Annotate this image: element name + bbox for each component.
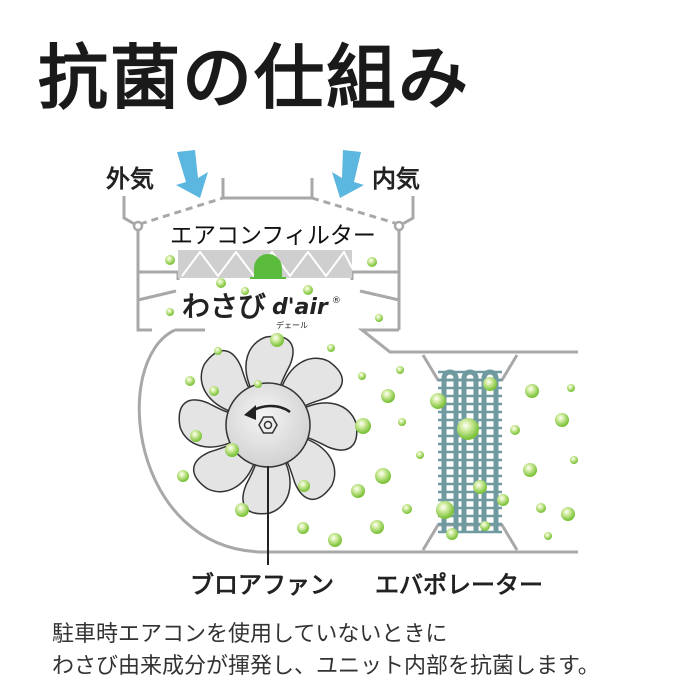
vapor-bubble	[544, 532, 552, 540]
inside-air-arrow-icon	[332, 150, 364, 198]
evaporator-tube	[481, 369, 499, 532]
vapor-bubble	[177, 470, 189, 482]
outside-air-label: 外気	[106, 165, 154, 193]
vapor-bubble	[483, 377, 497, 391]
vapor-bubble	[457, 418, 479, 440]
vapor-bubble	[375, 468, 391, 484]
vapor-bubble	[367, 257, 377, 267]
vapor-bubble	[235, 503, 249, 517]
vapor-bubble	[297, 522, 309, 534]
vapor-bubble	[567, 384, 575, 392]
filter-label: エアコンフィルター	[170, 223, 376, 249]
fan-blade	[297, 402, 358, 451]
vapor-bubble	[254, 380, 262, 388]
vapor-bubble	[355, 418, 371, 434]
vapor-bubble	[327, 344, 335, 352]
evaporator	[421, 354, 519, 551]
vapor-bubble	[209, 386, 219, 396]
vapor-bubble	[225, 443, 239, 457]
vapor-bubble	[298, 480, 310, 492]
hex-nut-hole	[263, 420, 273, 430]
vapor-bubble	[473, 480, 487, 494]
outside-air-arrow-icon	[176, 150, 208, 198]
vapor-bubble	[402, 504, 412, 514]
logo-brand-text: d'air	[272, 295, 329, 320]
vapor-bubble	[570, 456, 578, 464]
evaporator-tube	[461, 369, 479, 532]
vapor-bubble	[430, 393, 446, 409]
vapor-bubble	[185, 376, 195, 386]
vapor-bubble	[561, 507, 575, 521]
vapor-bubble	[270, 333, 284, 347]
rotation-arrowhead-icon	[244, 405, 256, 420]
blower-fan-label: ブロアファン	[190, 571, 334, 599]
logo-main-text: わさび	[182, 290, 266, 323]
caption-line-1: 駐車時エアコンを使用していないときに	[52, 622, 448, 647]
vapor-bubble	[497, 494, 509, 506]
evaporator-label: エバポレーター	[375, 571, 543, 599]
logo-reading-text: デェール	[276, 320, 308, 330]
vapor-bubble	[241, 287, 249, 295]
wasabi-agent-icon	[250, 254, 286, 279]
vapor-bubble	[525, 384, 539, 398]
vapor-bubble	[375, 314, 383, 322]
vapor-bubble	[398, 418, 406, 426]
vapor-bubble	[166, 308, 174, 316]
vapor-bubble	[190, 430, 202, 442]
vapor-bubble	[446, 528, 458, 540]
evaporator-tube	[441, 369, 459, 532]
vapor-bubble	[358, 372, 366, 380]
vapor-bubble	[370, 520, 384, 534]
inside-air-label: 内気	[372, 165, 420, 193]
vapor-bubble	[536, 503, 546, 513]
wasabi-vapor-bubbles	[165, 255, 578, 547]
vapor-bubble	[480, 521, 490, 531]
vapor-bubble	[555, 413, 569, 427]
vapor-bubble	[396, 366, 404, 374]
vapor-bubble	[436, 501, 454, 519]
hex-nut-icon	[258, 416, 278, 434]
air-filter	[178, 250, 353, 279]
page-title: 抗菌の仕組み	[38, 37, 470, 119]
vapor-bubble	[165, 255, 175, 265]
vapor-bubble	[416, 451, 424, 459]
vapor-bubble	[303, 285, 313, 295]
caption-line-2: わさび由来成分が揮発し、ユニット内部を抗菌します。	[52, 654, 600, 679]
vapor-bubble	[216, 278, 226, 288]
vapor-bubble	[510, 425, 520, 435]
intake-housing	[122, 178, 578, 554]
vapor-bubble	[351, 484, 365, 498]
wasabi-dair-logo: わさび d'air デェール ®	[182, 290, 341, 330]
vapor-bubble	[214, 347, 222, 355]
vapor-bubble	[523, 463, 537, 477]
vapor-bubble	[328, 533, 342, 547]
logo-registered-mark: ®	[332, 296, 341, 306]
vapor-bubble	[381, 389, 395, 403]
